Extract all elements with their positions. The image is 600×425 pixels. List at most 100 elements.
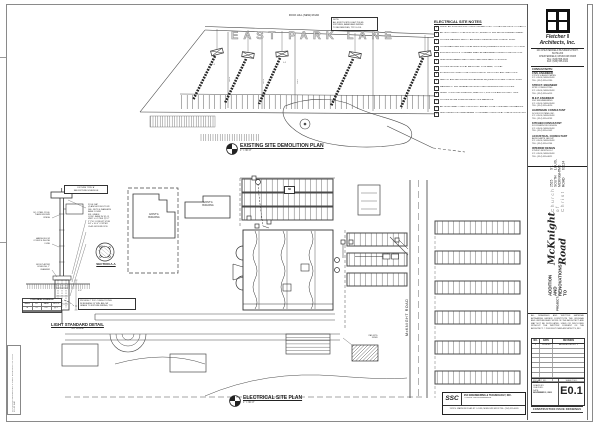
note-number: 14 [434,112,439,118]
note-text: EXTERIOR FIXTURES TO BE CONTROLLED BY PH… [440,72,519,75]
consultant-info: SSC ENGINEERING ST. LOUIS, MISSOURI TEL:… [532,100,555,108]
fold-mark [0,242,6,243]
transformer-label: PAD MTD. XFMR. [368,335,378,340]
revision-row-empty [532,353,584,359]
mcknight-road-label: McKNIGHT ROAD [405,298,409,336]
site-notes-title: ELECTRICAL SITE NOTES [434,20,482,24]
note-text: SAW CUT AND PATCH EXISTING PAVING AS REQ… [440,79,523,81]
consultant-entry: CIVIL ENGINEER STOCK & ASSOCIATES ST. LO… [532,72,583,83]
site-plan-title-block: ELECTRICAL SITE PLAN 1" = 30'-0" [229,395,302,407]
engineer-stamp: SSC SSC ENGINEERING & TECHNOLOGY, INC. C… [442,392,526,415]
pole-note: SQ. STEEL POLE, DARK BRONZE FINISH [33,212,50,219]
firm-address: 100 CHESTERFIELD BUSINESS PKWY. SUITE 20… [536,50,579,64]
sheet-number: E0.1 [560,385,583,397]
existing-buildings [127,184,381,274]
note-number: 13 [434,105,439,111]
note-number: 2 [434,32,439,38]
consultants-list: CIVIL ENGINEER STOCK & ASSOCIATES ST. LO… [532,72,583,166]
bolt-circle-label: 12" B.C. [98,246,106,248]
plot-stamp: S:/2003/0319/DWG/E0-1.DWG MON NOV 03 200… [7,345,21,415]
copyright-note: ALL DRAWINGS AND WRITTEN MATERIAL APPEAR… [531,315,584,330]
consultant-entry: ACOUSTICAL CONSULTANT AUDIO ARTS GROUP S… [532,135,583,146]
consultant-entry: HARDWARE CONSULTANT DOOR SYSTEMS INC. ST… [532,109,583,120]
road-label-rock-hill: ROCK HILL (NEW) ROAD [288,14,320,17]
revision-row-empty [532,372,584,378]
stamp-header: SSC SSC ENGINEERING & TECHNOLOGY, INC. C… [443,393,525,406]
note-text: COORDINATE NEW ELECTRICAL SERVICE REQUIR… [440,45,526,48]
drawing-title-bubble-icon [226,143,238,155]
sheet-info-block: PROJECT NO. 0319 DRAWN BY: CHECKED: DATE… [531,378,585,406]
project-label: PROJECT: [555,296,560,311]
date-value: NOVEMBER 3, 2003 [533,391,552,394]
note-text: PROVIDE WARNING TAPE 12" ABOVE ALL UNDER… [440,38,516,41]
demo-plan-title-block: EXISTING SITE DEMOLITION PLAN 1" = 30'-0… [226,143,324,155]
consultant-entry: M.E.P. ENGINEER SSC ENGINEERING ST. LOUI… [532,97,583,108]
note-text: REMOVE ALL ABANDONED CONDUIT AND WIRE BA… [440,58,508,61]
site-plan-linework [61,175,521,398]
firm-name-1: Fletcher ‖ [545,34,570,40]
annotation-leaders [51,199,87,297]
consultant-role: CIVIL ENGINEER [532,71,553,75]
project-no-label: PROJECT NO. [533,379,547,382]
note-number: 9 [434,79,439,84]
site-note-item: 14 RESTORE ALL DISTURBED AREAS TO ORIGIN… [434,112,526,118]
revision-row: 1 12-08-03 ADDENDUM NO. 1 [532,344,584,349]
consultant-role: STRUCT. ENGINEER [532,84,558,88]
issue-label: CONSTRUCTION ISSUE DRAWINGS [531,406,583,413]
note-number: 4 [434,45,439,51]
note-number: 5 [434,52,439,58]
stamp-firm-name: SSC ENGINEERING & TECHNOLOGY, INC. [463,394,512,397]
base-notes: POLE CAP (4) ANCHOR BOLTS W/ DBL. NUTS &… [88,204,111,228]
section-circle [95,242,115,262]
note-text: ALL WORK SHALL COMPLY WITH N.E.C. AND AL… [440,105,524,108]
fixture-tag: L-1 [283,62,286,64]
mcknight-road [409,180,428,398]
site-note-item: 6 REMOVE ALL ABANDONED CONDUIT AND WIRE … [434,58,526,64]
building-b-label: EXIST'G BUILDING [202,201,214,207]
note-number: 7 [434,65,439,71]
fletcher-logo-icon [545,9,570,33]
walks-and-wings [61,313,425,398]
demo-light-fixtures [210,43,467,59]
fixture-head-note: FIXTURE TYPE 'A' SEE FIXTURE SCHEDULE [64,185,108,194]
drawn-by-label: DRAWN BY: [533,384,545,387]
table-empty-row [23,311,61,313]
consultant-entry: INTERIOR DESIGN STUDIO NORTH LLC ST. LOU… [532,147,583,158]
east-parking [344,230,409,328]
note-number: 12 [434,99,439,105]
note-number: 6 [434,58,439,64]
revision-row-empty [532,363,584,368]
consultant-role: INTERIOR DESIGN [532,147,556,151]
site-note-item: 8 EXTERIOR FIXTURES TO BE CONTROLLED BY … [434,72,526,78]
light-detail-title-block: LIGHT STANDARD DETAIL NO SCALE [25,322,130,330]
consultant-info: FOODSERVICE DESIGN ST. LOUIS, MISSOURI T… [532,125,557,133]
conduit-note-box: PROVIDE 2" PVC CONDUIT STUB W/ BUSHING 2… [78,298,136,310]
pole-base-schedule-table: POLE BASE SCHEDULE MARK HT. BASE BOLTS A… [22,298,62,314]
transformer-pad [342,337,379,362]
note-text: EXISTING CIRCUITS TO REMAIN SHALL BE MAI… [440,52,523,55]
title-block: Fletcher ‖ Architects, Inc. 100 CHESTERF… [527,4,588,420]
electrical-site-notes: ELECTRICAL SITE NOTES 1 VERIFY ALL EXIST… [434,20,526,120]
consultant-info: KPFF CONSULTING ST. LOUIS, MISSOURI TEL:… [532,87,555,95]
demo-plan-scale: 1" = 30'-0" [240,149,252,152]
stamp-firm-type: CONSULTING ENGINEERS [463,397,492,399]
light-standard-detail-linework [26,188,115,324]
note-text: PROVIDE GROUND ROD AT EACH LIGHT POLE BA… [440,65,503,68]
consultant-entry: KITCHEN CONSULTANT FOODSERVICE DESIGN ST… [532,122,583,133]
consultant-info: STOCK & ASSOCIATES ST. LOUIS, MISSOURI T… [532,74,556,83]
building-a-label: EXIST'G BUILDING [148,213,160,219]
project-no: 0319 [533,381,539,384]
note-number: 10 [434,85,439,91]
handhole-note: HANDHOLE W/ COVER & IN-LINE FUSE [33,238,50,245]
base-dim-label: 3'-0" [78,290,82,292]
drawing-title-bubble-icon [229,395,241,407]
light-detail-scale: NO SCALE [71,327,84,330]
lot-dimension: 125.0' [263,78,265,84]
main-building [232,229,334,311]
demo-note-box: NOTE: ALL EXIST'G SITE LIGHT POLES, FIXT… [331,17,378,31]
consultant-role: HARDWARE CONSULTANT [532,109,566,113]
keyed-note-60: 60 [284,186,295,194]
site-note-item: 3 PROVIDE WARNING TAPE 12" ABOVE ALL UND… [434,38,526,44]
site-note-item: 2 ALL SITE CONDUIT TO BE SCH. 40 PVC, BU… [434,32,526,38]
note-number: 3 [434,38,439,44]
